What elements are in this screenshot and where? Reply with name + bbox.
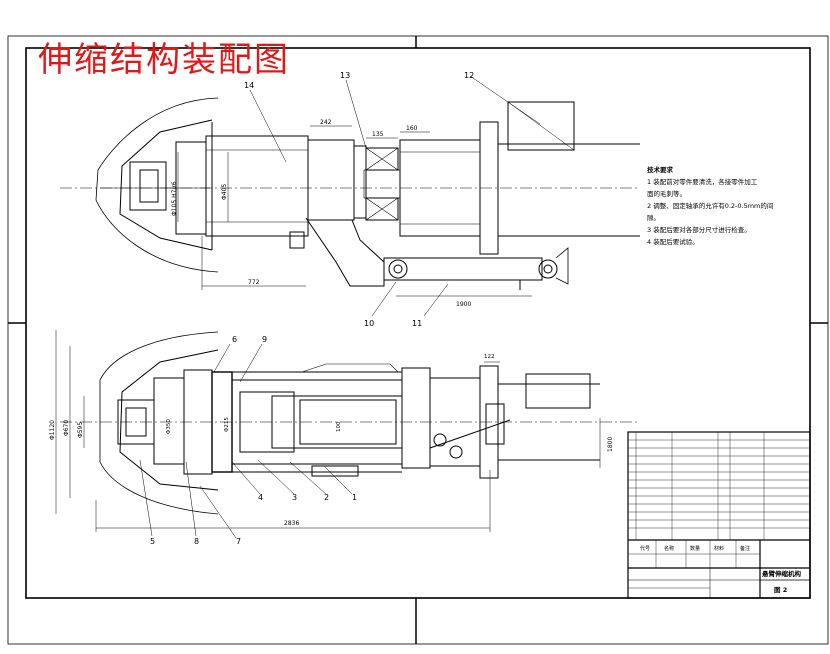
dimension-2836: 2836	[284, 520, 299, 527]
part-label-2: 2	[324, 493, 329, 502]
part-label-9: 9	[262, 335, 267, 344]
col-code: 代号	[640, 545, 650, 552]
page-title: 伸缩结构装配图	[38, 40, 290, 80]
part-label-10: 10	[364, 319, 374, 328]
col-material: 材料	[714, 545, 724, 552]
dimension-phi670: Φ670	[63, 420, 70, 436]
dimension-phi1120: Φ1120	[49, 420, 56, 440]
top-view	[60, 97, 640, 290]
dimension-100: 100	[336, 421, 342, 432]
part-label-14: 14	[244, 81, 254, 90]
technical-requirement-line: 4 装配后要试验。	[647, 238, 699, 246]
technical-requirement-line: 1 装配前对零件要清洗，各接零件加工	[647, 178, 758, 186]
dimension-1900: 1900	[456, 301, 471, 308]
drawing-name: 悬臂伸缩机构	[761, 569, 802, 578]
title-block	[627, 431, 811, 599]
bottom-view-dimensions	[55, 330, 601, 539]
dimension-phi105: Φ105 H7/r6	[171, 181, 178, 216]
top-view-labels: 14 13 12 10 11 242 135 160 772 1900 Φ405…	[171, 71, 474, 328]
dimension-242: 242	[320, 119, 332, 126]
part-label-7: 7	[236, 537, 241, 546]
technical-requirement-line: 隙。	[647, 214, 660, 222]
top-view-dimensions	[177, 75, 541, 317]
part-label-1: 1	[352, 493, 357, 502]
technical-requirement-line: 2 调整、固定轴承的允许有0.2-0.5mm的间	[647, 202, 774, 210]
dimension-phi405: Φ405	[221, 184, 228, 200]
title-block-labels: 代号 名称 数量 材料 备注 悬臂伸缩机构 图 2	[640, 545, 802, 594]
dimension-1800: 1800	[607, 437, 614, 452]
col-name: 名称	[664, 545, 674, 552]
dimension-phi215: Φ215	[224, 417, 230, 432]
drawing-frame	[7, 35, 829, 645]
part-label-4: 4	[258, 493, 263, 502]
col-qty: 数量	[690, 545, 700, 552]
part-label-8: 8	[194, 537, 199, 546]
bottom-view	[60, 331, 640, 515]
part-label-3: 3	[292, 493, 297, 502]
drawing-number: 图 2	[774, 585, 787, 594]
part-label-6: 6	[232, 335, 237, 344]
dimension-772: 772	[248, 279, 260, 286]
col-remark: 备注	[740, 545, 750, 552]
dimension-phi595: Φ595	[77, 422, 84, 438]
dimension-122: 122	[484, 354, 495, 360]
dimension-135: 135	[372, 131, 384, 138]
bottom-view-labels: 6 9 4 3 2 1 5 8 7 Φ1120 Φ670 Φ595 Φ350 Φ…	[49, 335, 614, 546]
technical-requirements-heading: 技术要求	[647, 166, 673, 174]
dimension-phi350: Φ350	[166, 419, 172, 434]
part-label-13: 13	[340, 71, 350, 80]
part-label-5: 5	[150, 537, 155, 546]
dimension-160: 160	[406, 125, 418, 132]
part-label-11: 11	[412, 319, 422, 328]
technical-requirement-line: 3 装配后要对各部分尺寸进行检查。	[647, 226, 751, 234]
technical-requirement-line: 面的毛刺等。	[647, 190, 686, 198]
technical-requirements: 技术要求 1 装配前对零件要清洗，各接零件加工 面的毛刺等。 2 调整、固定轴承…	[647, 164, 787, 248]
part-label-12: 12	[464, 71, 474, 80]
